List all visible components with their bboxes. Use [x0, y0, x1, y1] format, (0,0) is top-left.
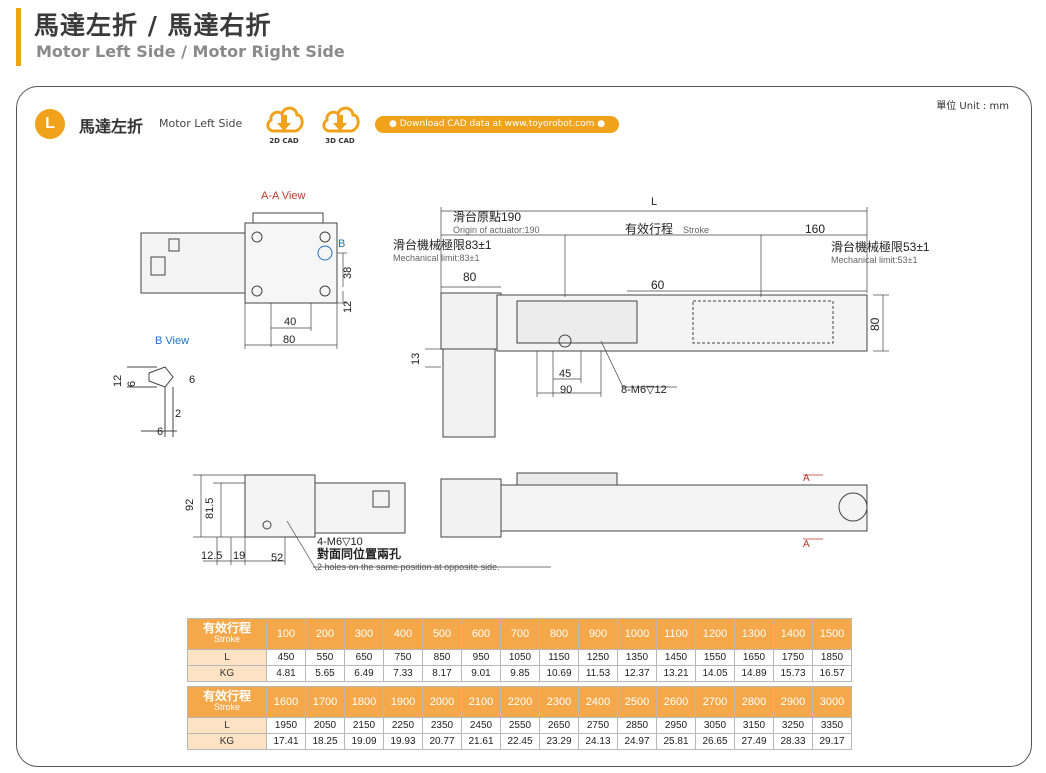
cad-2d-download-button[interactable]: 2D CAD — [259, 101, 309, 147]
dim-12: 12 — [342, 301, 354, 313]
dim-13: 13 — [410, 353, 422, 365]
page-subtitle: Motor Left Side / Motor Right Side — [36, 42, 345, 61]
row-label-L: L — [187, 717, 267, 734]
dim-12-5: 12.5 — [201, 550, 222, 562]
mech-right-en: Mechanical limit:53±1 — [831, 255, 917, 265]
dim-80: 80 — [283, 334, 295, 346]
dim-90: 90 — [560, 384, 572, 396]
bview-dim-12: 12 — [112, 375, 124, 387]
dim-top-80: 80 — [463, 270, 477, 284]
cloud-download-icon — [266, 106, 304, 133]
dim-19: 19 — [233, 550, 245, 562]
tap-8-m6: 8-M6▽12 — [621, 384, 667, 396]
bview-dim-6b: 6 — [189, 374, 195, 386]
section-marker-a-top: A — [803, 473, 810, 484]
page-title: 馬達左折 / 馬達右折 — [34, 11, 272, 40]
row-label-L: L — [187, 649, 267, 666]
dim-81-5: 81.5 — [204, 498, 216, 519]
b-marker: B — [338, 238, 345, 250]
tap-4-m6: 4-M6▽10 — [317, 536, 363, 548]
unit-label: 單位 Unit : mm — [936, 101, 1009, 112]
mech-left-zh: 滑台機械極限83±1 — [393, 237, 492, 252]
dim-40: 40 — [284, 316, 296, 328]
dim-160: 160 — [805, 222, 825, 236]
cad-3d-label: 3D CAD — [325, 137, 355, 145]
cad-2d-label: 2D CAD — [269, 137, 299, 145]
section-title-en: Motor Left Side — [159, 117, 243, 130]
spec-panel: 單位 Unit : mm L 馬達左折 Motor Left Side 2D C… — [16, 86, 1032, 767]
stroke-label-zh: 有效行程 — [625, 221, 673, 236]
bview-dim-6c: 6 — [157, 426, 163, 438]
technical-drawing: A-A View B 38 12 40 80 B View 12 6 6 2 6 — [112, 190, 930, 572]
holes-note-zh: 對面同位置兩孔 — [317, 546, 401, 561]
aa-view-label: A-A View — [261, 190, 305, 202]
origin-label-en: Origin of actuator:190 — [453, 225, 540, 235]
title-accent-bar — [16, 8, 21, 66]
b-view-label: B View — [155, 335, 189, 347]
section-marker-a-bottom: A — [803, 539, 810, 550]
mech-left-en: Mechanical limit:83±1 — [393, 253, 479, 263]
bview-dim-2: 2 — [175, 408, 181, 420]
download-cad-link[interactable]: ● Download CAD data at www.toyorobot.com… — [375, 116, 620, 133]
dim-L: L — [651, 196, 657, 208]
cad-3d-download-button[interactable]: 3D CAD — [315, 101, 365, 147]
row-label-KG: KG — [187, 665, 267, 682]
dim-38: 38 — [342, 267, 354, 279]
bview-dim-6: 6 — [126, 381, 138, 387]
section-badge: L — [35, 109, 65, 139]
origin-label-zh: 滑台原點190 — [453, 209, 521, 224]
row-label-KG: KG — [187, 733, 267, 750]
dim-60: 60 — [651, 278, 665, 292]
section-title-zh: 馬達左折 — [79, 117, 144, 136]
cloud-download-icon — [322, 106, 360, 133]
dim-92: 92 — [184, 499, 196, 511]
stroke-label-en: Stroke — [683, 225, 709, 235]
mech-right-zh: 滑台機械極限53±1 — [831, 239, 930, 254]
holes-note-en: 2 holes on the same position at opposite… — [317, 562, 500, 572]
dim-45: 45 — [559, 368, 571, 380]
dim-right-80: 80 — [868, 317, 882, 331]
dim-52: 52 — [271, 552, 283, 564]
